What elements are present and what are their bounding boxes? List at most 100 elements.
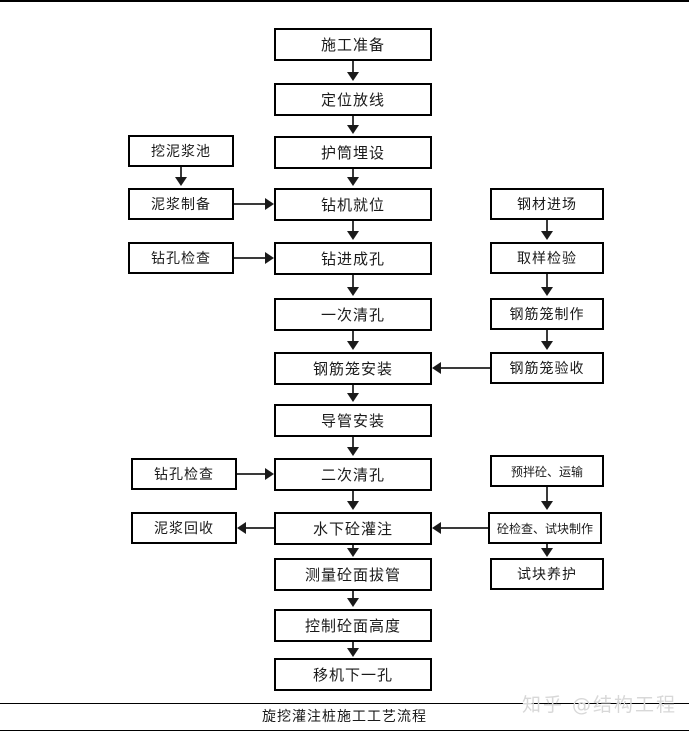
connector-line [352, 642, 354, 649]
node-label: 定位放线 [320, 91, 385, 109]
arrow-down-icon [347, 287, 359, 296]
process-node-measure-concrete-surface-pull-pipe[interactable]: 测量砼面拔管 [274, 558, 432, 591]
arrow-down-icon [347, 393, 359, 402]
node-label: 二次清孔 [320, 466, 385, 484]
node-label: 预拌砼、运输 [510, 464, 583, 479]
connector-line [234, 257, 266, 259]
node-label: 水下砼灌注 [312, 520, 393, 538]
process-node-slurry-recovery[interactable]: 泥浆回收 [131, 512, 237, 544]
connector-line [352, 61, 354, 74]
connector-line [352, 591, 354, 600]
process-node-drilling-hole-forming[interactable]: 钻进成孔 [274, 242, 432, 275]
node-label: 施工准备 [320, 36, 385, 54]
node-label: 测量砼面拔管 [304, 566, 401, 584]
connector-line [441, 367, 490, 369]
arrow-down-icon [347, 177, 359, 186]
process-node-drilling-rig-in-place[interactable]: 钻机就位 [274, 188, 432, 221]
node-label: 泥浆制备 [151, 197, 211, 213]
process-node-steel-material-arrival[interactable]: 钢材进场 [490, 188, 604, 220]
arrow-down-icon [541, 341, 553, 350]
connector-line [352, 221, 354, 233]
node-label: 钢材进场 [517, 197, 577, 213]
arrow-down-icon [541, 231, 553, 240]
connector-line [441, 527, 488, 529]
arrow-down-icon [347, 501, 359, 510]
process-node-dig-slurry-pit[interactable]: 挖泥浆池 [128, 135, 234, 167]
process-node-rebar-cage-installation[interactable]: 钢筋笼安装 [274, 352, 432, 385]
node-label: 护筒埋设 [320, 144, 385, 162]
connector-line [546, 544, 548, 551]
arrow-down-icon [175, 177, 187, 186]
arrow-left-icon [432, 362, 441, 374]
connector-line [546, 274, 548, 289]
node-label: 移机下一孔 [312, 666, 393, 684]
caption-divider-bottom [0, 730, 689, 731]
node-label: 泥浆回收 [154, 521, 214, 537]
node-label: 取样检验 [517, 251, 577, 267]
arrow-down-icon [541, 287, 553, 296]
process-node-underwater-concrete-pouring[interactable]: 水下砼灌注 [274, 512, 432, 545]
node-label: 导管安装 [320, 412, 385, 430]
process-node-tremie-pipe-installation[interactable]: 导管安装 [274, 404, 432, 437]
connector-line [352, 385, 354, 395]
connector-line [246, 527, 274, 529]
node-label: 试块养护 [517, 567, 577, 583]
node-label: 一次清孔 [320, 306, 385, 324]
node-label: 钢筋笼安装 [312, 360, 393, 378]
node-label: 挖泥浆池 [151, 144, 211, 160]
node-label: 钻孔检查 [151, 251, 211, 267]
arrow-right-icon [265, 198, 274, 210]
process-node-slurry-preparation[interactable]: 泥浆制备 [128, 188, 234, 220]
connector-line [352, 275, 354, 289]
connector-line [352, 491, 354, 503]
process-node-positioning-setting-out[interactable]: 定位放线 [274, 83, 432, 116]
connector-line [546, 220, 548, 233]
arrow-down-icon [347, 125, 359, 134]
process-node-rebar-cage-fabrication[interactable]: 钢筋笼制作 [490, 298, 604, 330]
node-label: 钻机就位 [320, 196, 385, 214]
connector-line [352, 437, 354, 449]
node-label: 控制砼面高度 [304, 617, 401, 635]
connector-line [546, 487, 548, 503]
connector-line [546, 330, 548, 343]
process-node-borehole-inspection-upper[interactable]: 钻孔检查 [128, 242, 234, 274]
node-label: 钻孔检查 [154, 467, 214, 483]
arrow-down-icon [347, 341, 359, 350]
node-label: 钢筋笼验收 [509, 361, 585, 377]
node-label: 钻进成孔 [320, 250, 385, 268]
process-node-construction-preparation[interactable]: 施工准备 [274, 28, 432, 61]
arrow-down-icon [347, 447, 359, 456]
arrow-right-icon [265, 252, 274, 264]
process-node-sampling-inspection[interactable]: 取样检验 [490, 242, 604, 274]
arrow-down-icon [347, 598, 359, 607]
arrow-down-icon [347, 72, 359, 81]
watermark-text: 知乎 @结构工程 [521, 694, 677, 716]
process-node-borehole-inspection-lower[interactable]: 钻孔检查 [131, 458, 237, 490]
node-label: 钢筋笼制作 [509, 307, 585, 323]
figure-caption: 旋挖灌注桩施工工艺流程 [262, 709, 427, 725]
arrow-left-icon [432, 522, 441, 534]
arrow-down-icon [347, 231, 359, 240]
top-divider [0, 0, 689, 2]
connector-line [180, 167, 182, 179]
connector-line [352, 169, 354, 179]
process-node-second-hole-cleaning[interactable]: 二次清孔 [274, 458, 432, 491]
process-node-casing-burial[interactable]: 护筒埋设 [274, 136, 432, 169]
process-node-test-block-curing[interactable]: 试块养护 [490, 558, 604, 590]
process-node-rebar-cage-acceptance[interactable]: 钢筋笼验收 [490, 352, 604, 384]
arrow-right-icon [265, 468, 274, 480]
arrow-down-icon [541, 548, 553, 557]
connector-line [234, 203, 266, 205]
connector-line [352, 331, 354, 343]
arrow-down-icon [541, 501, 553, 510]
node-label: 砼检查、试块制作 [496, 521, 593, 536]
connector-line [352, 116, 354, 127]
process-node-control-concrete-surface-height[interactable]: 控制砼面高度 [274, 609, 432, 642]
process-node-ready-mixed-concrete-transport[interactable]: 预拌砼、运输 [490, 455, 604, 487]
process-node-first-hole-cleaning[interactable]: 一次清孔 [274, 298, 432, 331]
caption-divider-top [0, 703, 689, 704]
process-node-concrete-inspection-test-block[interactable]: 砼检查、试块制作 [488, 512, 602, 544]
process-node-move-rig-next-hole[interactable]: 移机下一孔 [274, 658, 432, 691]
arrow-down-icon [347, 548, 359, 557]
